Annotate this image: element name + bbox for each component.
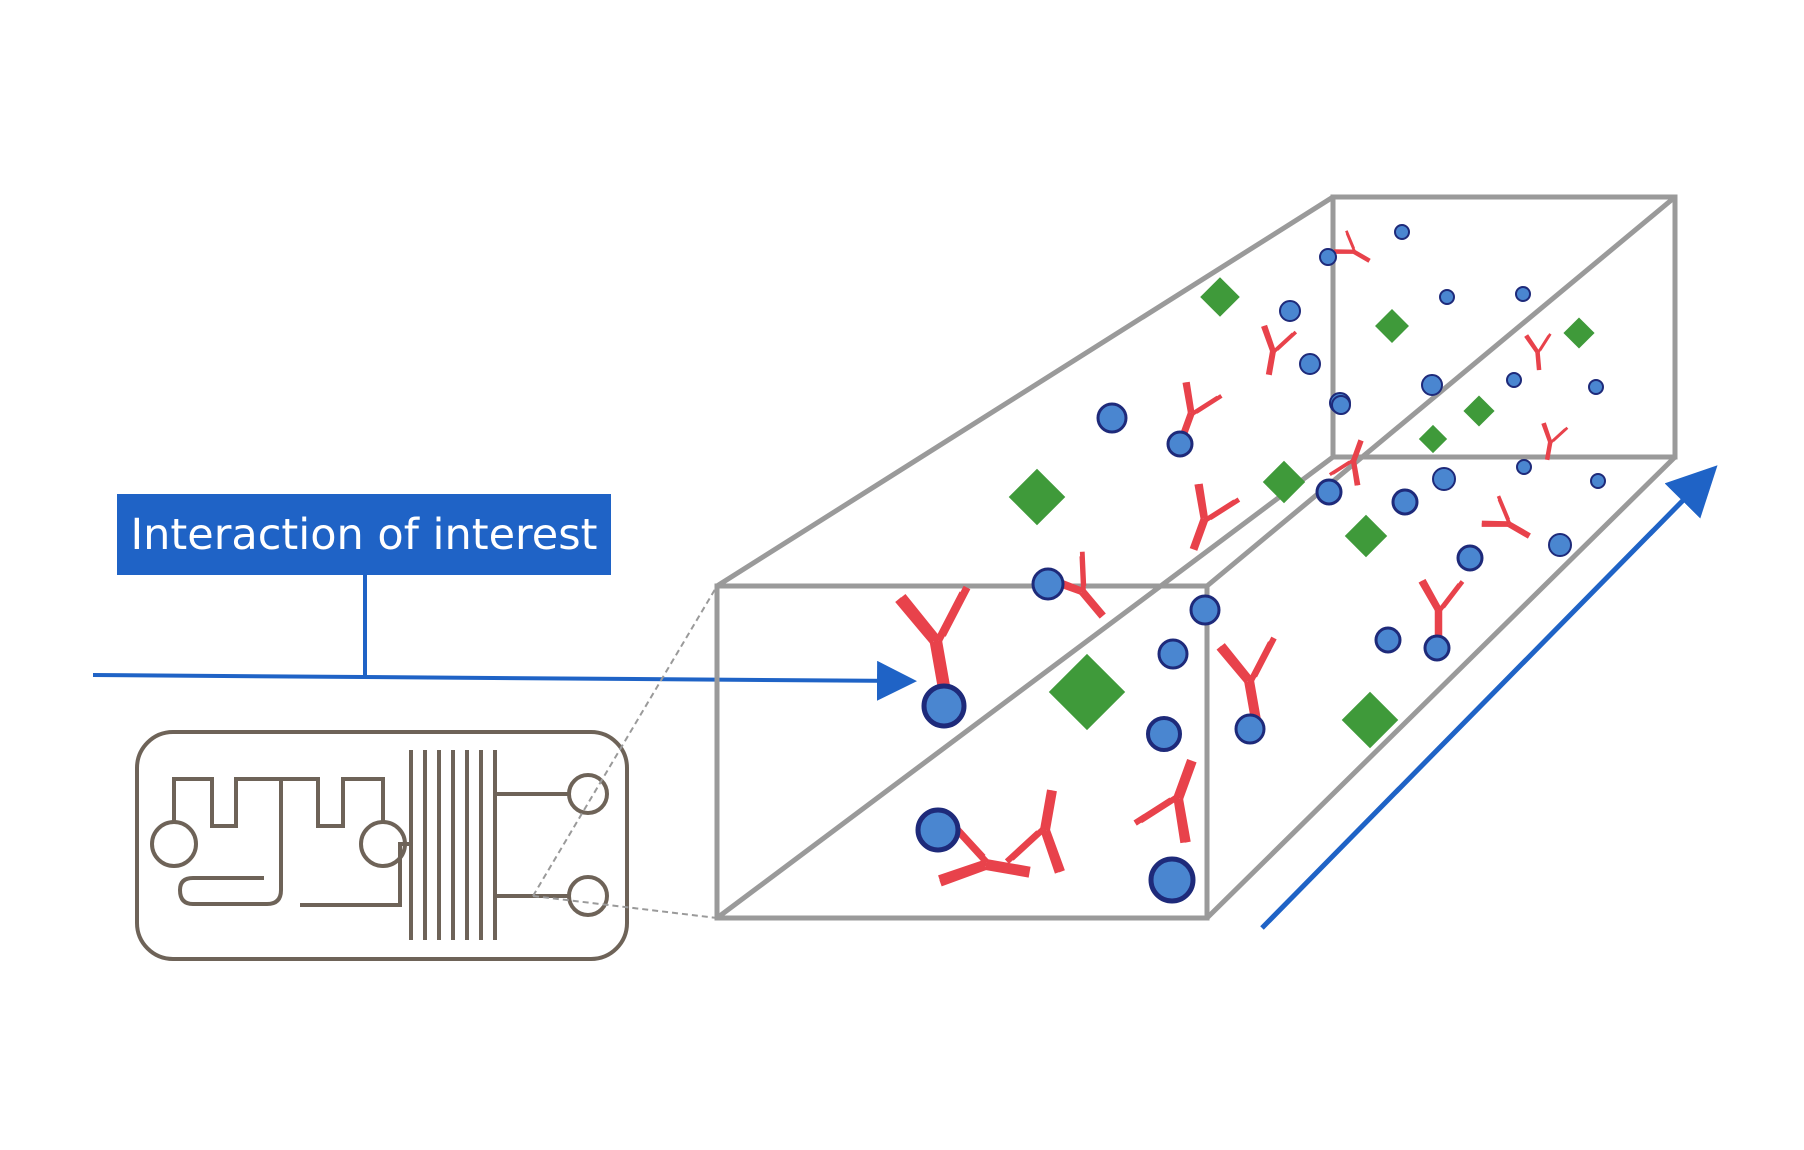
antigen-particle-icon: [1315, 478, 1343, 506]
antigen-particle-icon: [1515, 286, 1531, 302]
antigen-particle-icon: [1331, 395, 1351, 415]
target-molecule-icon: [1262, 460, 1306, 504]
antigen-particles: [915, 224, 1606, 904]
antigen-particle-icon: [1234, 713, 1266, 745]
target-molecule-icon: [1048, 653, 1126, 731]
antigen-particle-icon: [1439, 289, 1455, 305]
flow-direction-arrow: [1260, 465, 1718, 930]
antigen-particle-icon: [1506, 372, 1522, 388]
antigen-particle-icon: [1421, 374, 1443, 396]
antigen-particle-icon: [1548, 533, 1572, 557]
antigen-particle-icon: [921, 683, 967, 729]
antigen-particle-icon: [1423, 634, 1451, 662]
antibody-icon: [1219, 636, 1288, 725]
antibody-icon: [1252, 323, 1298, 380]
target-molecule-icon: [1008, 468, 1066, 526]
target-molecule-icon: [1463, 395, 1495, 427]
antigen-particle-icon: [1374, 626, 1402, 654]
target-molecule-icon: [1200, 277, 1240, 317]
antibody-icon: [1331, 228, 1379, 272]
channel-box: [714, 194, 1678, 921]
zoom-line-top: [532, 585, 718, 897]
antibody-icon: [1134, 750, 1214, 844]
antigen-particle-icon: [1590, 473, 1606, 489]
zoom-line-bottom: [532, 895, 718, 919]
antigen-particle-icon: [1588, 379, 1604, 395]
callout-label: Interaction of interest: [130, 509, 598, 560]
antigen-particle-icon: [1279, 300, 1301, 322]
target-molecule-icon: [1375, 309, 1409, 343]
antigen-particle-icon: [1166, 430, 1194, 458]
antigen-particle-icon: [1157, 638, 1189, 670]
antigen-particle-icon: [1432, 467, 1456, 491]
antibody-icon: [1478, 493, 1541, 551]
antigen-particle-icon: [1319, 248, 1337, 266]
microfluidic-chip-icon: [135, 730, 629, 961]
antigen-particle-icon: [1148, 856, 1196, 904]
antigen-particle-icon: [1146, 716, 1182, 752]
antibody-icon: [1175, 483, 1239, 558]
antibody-icon: [1007, 785, 1076, 874]
label-box: Interaction of interest: [117, 494, 611, 575]
antigen-particle-icon: [1096, 402, 1128, 434]
antigen-particle-icon: [1031, 567, 1065, 601]
antigen-particle-icon: [1394, 224, 1410, 240]
antigen-particle-icon: [1391, 488, 1419, 516]
target-molecule-icon: [1341, 691, 1399, 749]
target-molecule-icon: [1563, 317, 1595, 349]
target-molecule-icon: [1418, 424, 1448, 454]
antibody-icon: [898, 585, 984, 696]
antigen-particle-icon: [1299, 353, 1321, 375]
antigen-particle-icon: [1189, 594, 1221, 626]
antibody-icon: [1421, 580, 1463, 640]
antigen-particle-icon: [1516, 459, 1532, 475]
antigen-particle-icon: [915, 807, 961, 853]
target-molecule-icon: [1344, 514, 1388, 558]
antigen-particle-icon: [1456, 544, 1484, 572]
antibody-icon: [1523, 331, 1555, 373]
interaction-arrow: [92, 660, 917, 701]
